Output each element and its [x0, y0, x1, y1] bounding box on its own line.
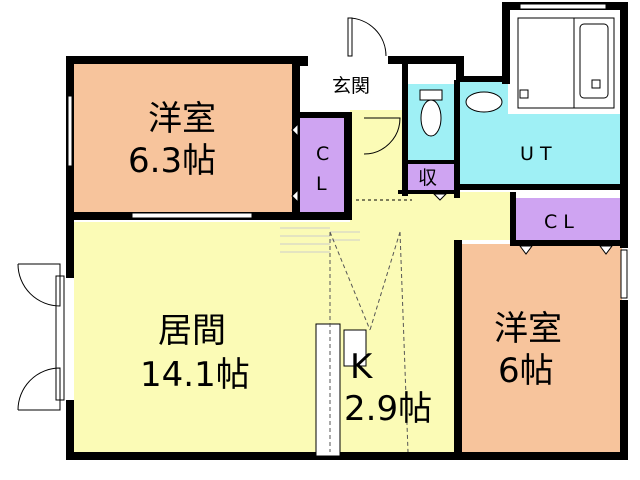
living [74, 222, 460, 454]
entrance-label: 玄関 [332, 75, 370, 97]
closet-2-label: C L [544, 211, 574, 233]
kitchen-sink [343, 329, 367, 367]
closet-2 [516, 198, 622, 242]
western-room-1 [72, 62, 298, 214]
doors [17, 17, 412, 411]
storage [402, 162, 458, 192]
toilet-fixture [419, 89, 443, 137]
kitchen-size: 2.9帖 [344, 389, 432, 429]
utility-label: U T [520, 143, 552, 165]
closet-1-line1: C [316, 143, 329, 165]
western-room-2-name: 洋室 [494, 309, 562, 349]
bathtub [517, 17, 615, 109]
closet-markers [291, 122, 613, 255]
western-room-1-name: 洋室 [148, 99, 216, 139]
stair-hatch [280, 227, 360, 253]
closet-1 [298, 118, 344, 212]
western-room-2-size: 6帖 [498, 351, 554, 391]
living-name: 居間 [158, 311, 226, 351]
closet-1-line2: L [316, 173, 327, 195]
walls [66, 2, 628, 460]
washbasin [465, 91, 503, 113]
kitchen-diagonals [329, 231, 409, 453]
hall [350, 110, 406, 198]
living-size: 14.1帖 [140, 355, 250, 395]
western-room-1-size: 6.3帖 [128, 141, 216, 181]
western-room-2 [460, 244, 622, 456]
entrance [300, 64, 406, 104]
kitchen-name: K [350, 347, 374, 387]
storage-label: 収 [418, 167, 437, 189]
